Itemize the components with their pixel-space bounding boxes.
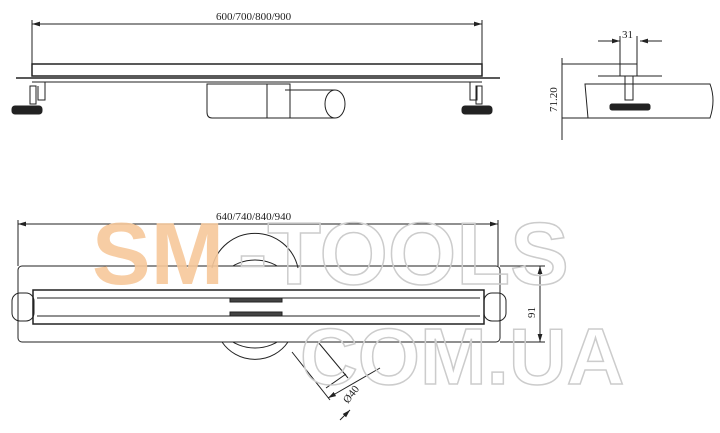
drain-trap	[206, 83, 291, 119]
left-end-cap	[11, 292, 35, 322]
watermark: SM -TOOLS COM.UA	[92, 203, 625, 402]
channel-body	[31, 63, 483, 77]
side-length-label: 600/700/800/900	[216, 11, 292, 23]
left-foot	[11, 105, 43, 115]
trap-profile	[584, 83, 714, 119]
watermark-domain: COM.UA	[300, 312, 624, 401]
outlet-pipe-top	[291, 341, 349, 401]
watermark-tools: -TOOLS	[238, 204, 569, 303]
watermark-sm: SM	[92, 204, 224, 303]
top-length-label: 640/740/840/940	[216, 211, 292, 223]
outlet-pipe	[285, 89, 335, 119]
right-foot	[461, 105, 493, 115]
top-view	[11, 220, 545, 421]
side-view	[11, 20, 500, 119]
grate-width-label: 31	[622, 29, 633, 41]
end-view	[561, 36, 714, 140]
height-label: 71.20	[548, 87, 560, 112]
tile-plate	[17, 265, 501, 343]
grate	[32, 289, 485, 325]
width-label: 91	[526, 307, 538, 318]
grate-profile	[619, 63, 638, 77]
